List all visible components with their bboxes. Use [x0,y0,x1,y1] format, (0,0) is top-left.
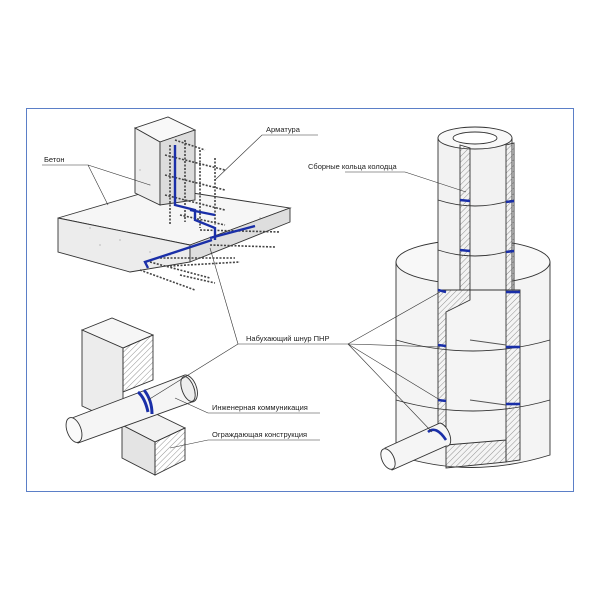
wall-pipe-assembly [65,317,198,476]
cord-pipe-wall [136,389,154,415]
label-utility: Инженерная коммуникация [212,403,308,412]
label-cord: Набухающий шнур ПНР [246,334,329,343]
manhole-well [380,126,551,471]
drawing-frame [26,108,574,492]
label-armatura: Арматура [266,125,301,134]
rebar-outgoing [139,229,281,291]
label-beton: Бетон [44,155,65,164]
label-rings: Сборные кольца колодца [308,162,398,171]
cord-slab [143,145,256,269]
cord-well [427,198,520,441]
label-wall: Ограждающая конструкция [212,430,307,439]
leader-lines [42,134,467,449]
